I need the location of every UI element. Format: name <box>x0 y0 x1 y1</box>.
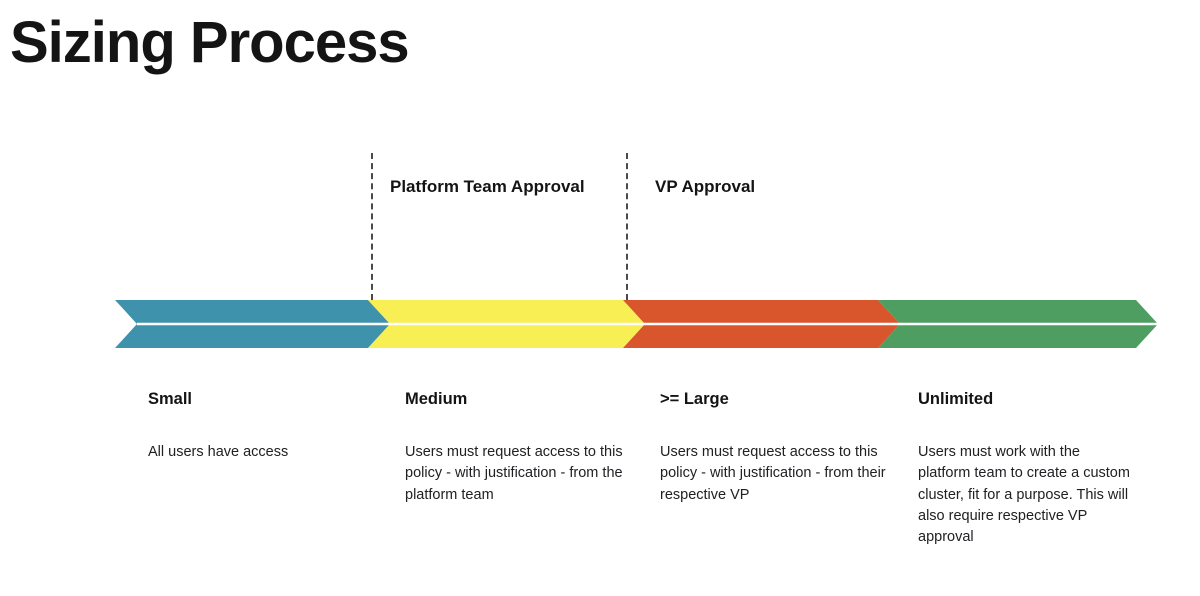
stage-description: All users have access <box>148 444 289 460</box>
stage-column-unlimited: Unlimited Users must work with the platf… <box>918 389 1136 549</box>
stage-column-large: >= Large Users must request access to th… <box>660 389 892 506</box>
process-arrow <box>115 300 1158 348</box>
stage-name: >= Large <box>660 390 729 408</box>
divider-platform-approval <box>371 153 373 300</box>
stage-description: Users must work with the platform team t… <box>918 444 1130 546</box>
stage-column-medium: Medium Users must request access to this… <box>405 389 637 506</box>
page-title: Sizing Process <box>10 10 410 75</box>
stage-description: Users must request access to this policy… <box>405 444 623 503</box>
stage-name: Unlimited <box>918 390 994 408</box>
stage-name: Small <box>148 390 193 408</box>
annotation-platform-team-approval: Platform Team Approval <box>390 177 585 196</box>
divider-vp-approval <box>626 153 628 300</box>
stage-name: Medium <box>405 390 468 408</box>
stage-column-small: Small All users have access <box>148 389 353 463</box>
stage-description: Users must request access to this policy… <box>660 444 886 503</box>
annotation-vp-approval: VP Approval <box>655 177 756 196</box>
